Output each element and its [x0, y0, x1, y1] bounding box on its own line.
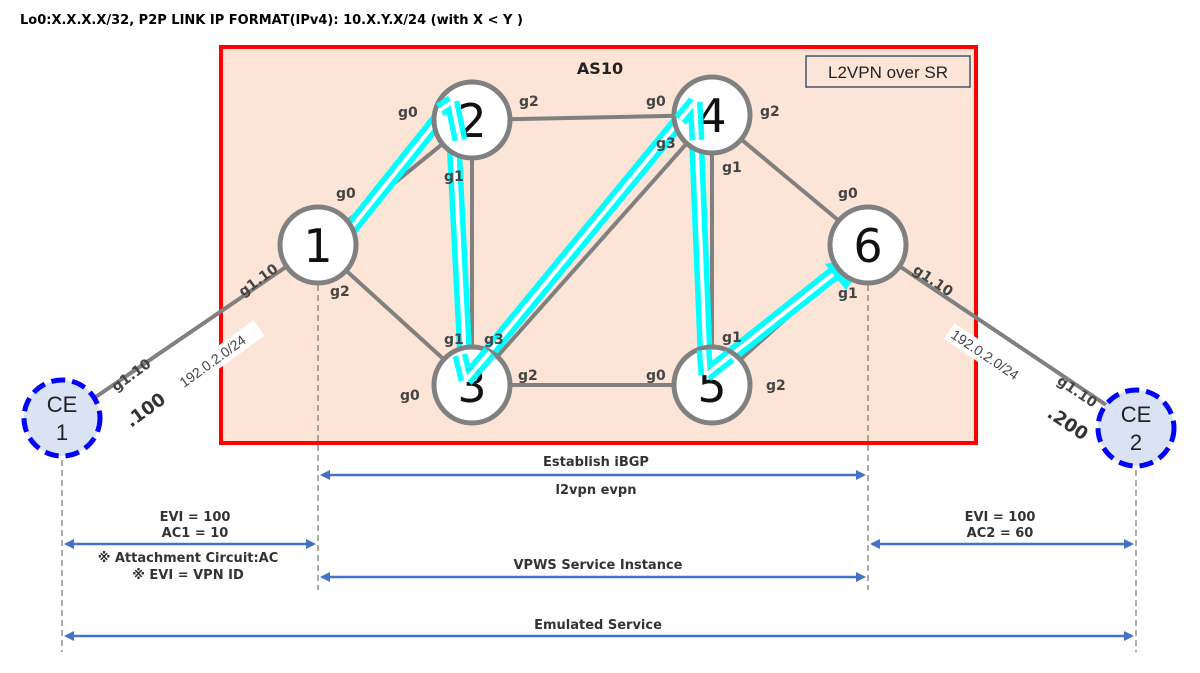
ce2-line2: 2 — [1130, 430, 1142, 455]
ce2-node: CE 2 — [1095, 387, 1177, 469]
router-6: 6 — [827, 204, 909, 286]
router-1: 1 — [277, 204, 359, 286]
ibgp-top-label: Establish iBGP — [543, 455, 649, 470]
r2-g0-label: g0 — [398, 105, 418, 121]
r3-g1-label: g1 — [444, 332, 464, 348]
r4-g3-label: g3 — [656, 136, 676, 152]
ce1-line2: 1 — [56, 420, 68, 445]
r5-g1-label: g1 — [722, 330, 742, 346]
ce2-line1: CE — [1121, 402, 1152, 427]
router-2: 2 — [431, 79, 513, 161]
r1-g0-label: g0 — [336, 186, 356, 202]
legend-box — [805, 55, 971, 88]
r6-g1-label: g1 — [838, 286, 858, 302]
ce1-g1-10-label: g1.10 — [109, 356, 155, 395]
span-labels: Establish iBGP l2vpn evpn EVI = 100 AC1 … — [98, 455, 1036, 633]
r3-g3-label: g3 — [484, 332, 504, 348]
r6-g0-label: g0 — [838, 186, 858, 202]
router-1-label: 1 — [303, 219, 332, 273]
dashed-guides — [61, 285, 1137, 652]
ce1-host: .100 — [122, 389, 170, 432]
link-3-4 — [470, 113, 714, 387]
left-ac-label: AC1 = 10 — [162, 526, 229, 541]
ce1-line1: CE — [47, 392, 78, 417]
ibgp-bottom-label: l2vpn evpn — [556, 483, 637, 498]
r3-g0-label: g0 — [400, 388, 420, 404]
left-evi-label: EVI = 100 — [160, 510, 231, 525]
vpws-label: VPWS Service Instance — [514, 558, 683, 573]
right-ac-label: AC2 = 60 — [967, 526, 1034, 541]
legend-label: L2VPN over SR — [828, 63, 948, 82]
router-6-label: 6 — [853, 219, 882, 273]
right-evi-label: EVI = 100 — [965, 510, 1036, 525]
r4-g1-label: g1 — [722, 160, 742, 176]
ce2-host: .200 — [1043, 403, 1092, 445]
r5-g0-label: g0 — [646, 368, 666, 384]
r4-g2-label: g2 — [760, 104, 780, 120]
note-ac-label: ※ Attachment Circuit:AC — [98, 551, 279, 566]
r5-g2-label: g2 — [766, 378, 786, 394]
span-arrows — [64, 470, 1134, 641]
emulated-label: Emulated Service — [534, 618, 662, 633]
header-title: Lo0:X.X.X.X/32, P2P LINK IP FORMAT(IPv4)… — [20, 13, 523, 28]
link-6-ce2 — [866, 243, 1138, 427]
r2-g2-label: g2 — [519, 94, 539, 110]
link-ce1-1 — [60, 243, 320, 422]
r4-g0-label: g0 — [646, 94, 666, 110]
router-3: 3 — [431, 344, 513, 426]
r1-g2-label: g2 — [330, 284, 350, 300]
sr-path-overlay — [435, 95, 735, 385]
ce1-node: CE 1 — [21, 377, 103, 459]
note-evi-label: ※ EVI = VPN ID — [132, 568, 244, 583]
r2-g1-label: g1 — [444, 169, 464, 185]
r3-g2-label: g2 — [518, 368, 538, 384]
as-label: AS10 — [577, 59, 623, 78]
